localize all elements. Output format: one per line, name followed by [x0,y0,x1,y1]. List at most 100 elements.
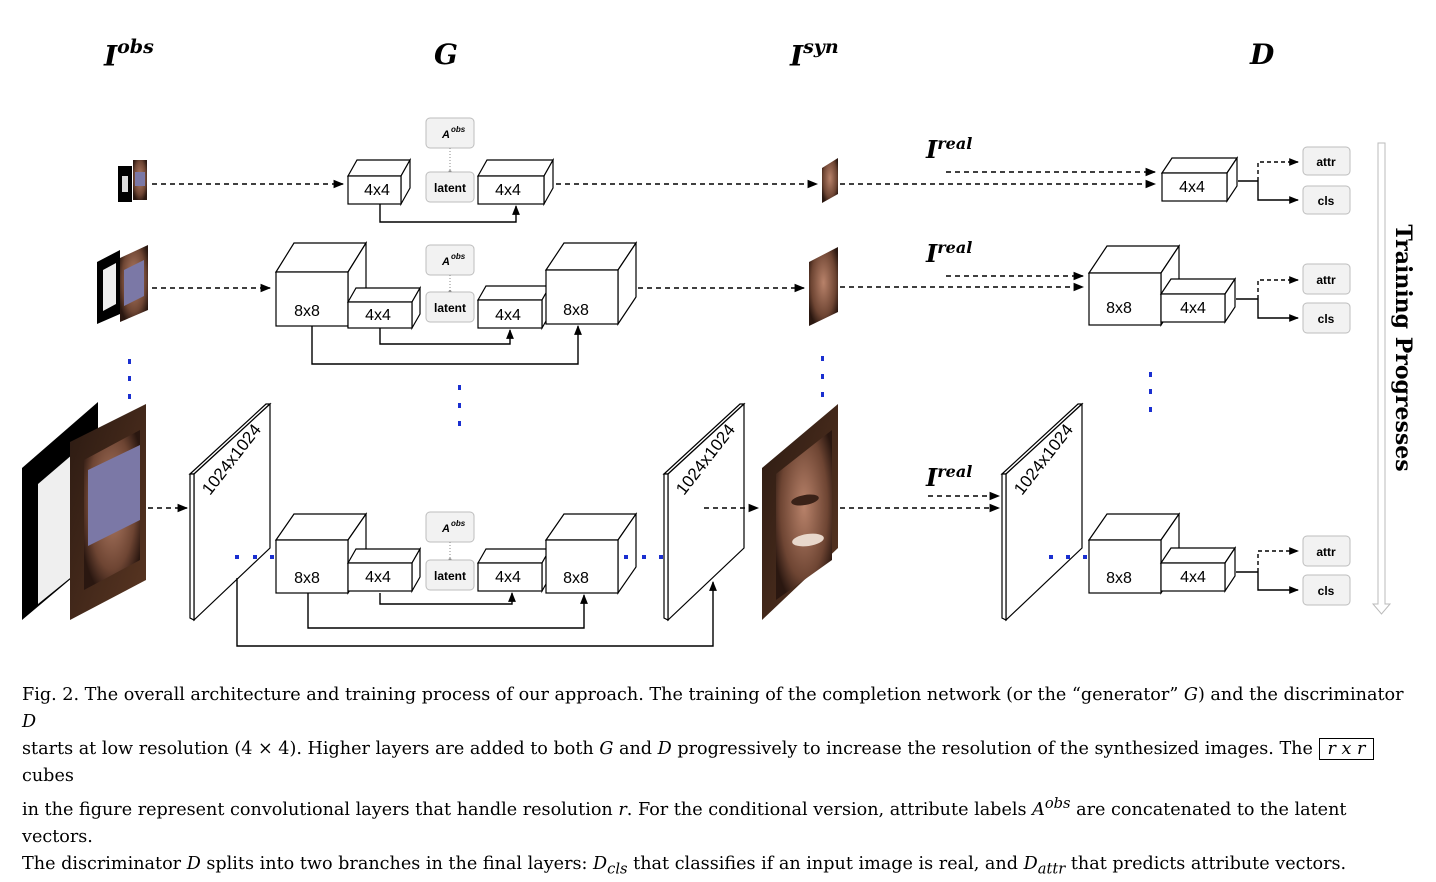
attr-label: attr [1316,545,1336,559]
caption-line-4: The discriminator D splits into two bran… [22,851,1422,882]
cube-label: 8x8 [1106,570,1132,587]
latent-box: A obs latent [425,244,475,323]
vertical-ellipsis [128,356,1152,426]
g-cube-4x4-left: 4x4 [346,285,422,331]
caption-var-d: D [22,712,37,732]
training-progress-arrow [1371,142,1392,615]
ireal-base: I [926,463,938,492]
caption-var-dattr: D [1023,853,1038,874]
training-progresses-label: Training Progresses [1390,224,1416,472]
caption-text: The discriminator [22,853,187,874]
cube-label: 8x8 [563,302,589,319]
caption-text: and [613,739,658,759]
header-iobs-base: I [104,39,118,73]
header-isyn-base: I [790,39,804,73]
ireal-base: I [926,239,938,268]
architecture-diagram: 4x4 A obs latent 4x4 [22,117,1392,647]
cls-label: cls [1318,584,1335,598]
aobs-label: A [441,523,450,535]
cube-label: 8x8 [563,570,589,587]
ireal-label: Ireal [926,238,972,268]
ireal-sup: real [937,134,973,153]
caption-var-d: D [657,739,672,759]
attr-label: attr [1316,273,1336,287]
row-4x4: 4x4 A obs latent 4x4 [118,117,1351,223]
g-cube-8x8-left: 8x8 [274,512,368,595]
header-isyn: Isyn [790,36,839,73]
latent-label: latent [434,301,466,315]
header-iobs-sup: obs [117,36,154,58]
caption-text: that classifies if an input image is rea… [627,853,1024,874]
figure-caption: Fig. 2. The overall architecture and tra… [22,682,1422,882]
header-g: G [434,38,458,71]
g-cube-8x8-right: 8x8 [544,241,638,326]
aobs-sup: obs [451,125,466,134]
g-cube-4x4-left: 4x4 [346,546,422,594]
caption-var-a: A [1032,799,1045,820]
caption-text: in the figure represent convolutional la… [22,799,619,820]
caption-var-r: r [618,799,627,820]
latent-box: A obs latent [425,511,475,591]
ireal-base: I [926,135,938,164]
caption-text: ) and the discriminator [1197,685,1404,705]
attr-label: attr [1316,155,1336,169]
latent-label: latent [434,569,466,583]
g-cube-4x4-left: 4x4 [346,157,412,207]
header-isyn-sup: syn [803,36,839,58]
cube-label: 4x4 [1180,300,1206,317]
horizontal-ellipsis [235,555,274,559]
syn-image-1024 [762,404,838,620]
cls-head: cls [1302,574,1351,606]
d-cube-4x4: 4x4 [1159,277,1237,324]
g-cube-8x8-right: 8x8 [544,512,638,595]
caption-var-dattr-sub: attr [1037,860,1066,878]
caption-text: cubes [22,766,74,786]
syn-image-4 [822,158,838,203]
cube-label: 4x4 [1180,569,1206,586]
aobs-sup: obs [451,519,466,528]
caption-text: that predicts attribute vectors. [1065,853,1347,874]
horizontal-ellipsis [1049,555,1087,559]
latent-label: latent [434,181,466,195]
aobs-label: A [441,256,450,268]
syn-image-8 [809,247,838,326]
caption-var-g: G [599,739,614,759]
ireal-sup: real [937,462,973,481]
g-cube-4x4-right: 4x4 [476,546,552,594]
cube-label: 8x8 [1106,300,1132,317]
aobs-label: A [441,129,450,141]
cube-label: 4x4 [364,182,390,199]
aobs-sup: obs [451,252,466,261]
cube-label: 8x8 [294,570,320,587]
obs-image-8 [97,245,148,324]
caption-text: splits into two branches in the final la… [200,853,594,874]
d-cube-8x8: 8x8 [1087,512,1181,595]
header-iobs: Iobs [104,36,154,73]
caption-box: r x r [1318,738,1375,760]
row-8x8: 8x8 4x4 A obs latent 4x4 8x8 [97,240,1351,365]
cube-label: 8x8 [294,303,320,320]
g-cube-4x4-right: 4x4 [476,283,552,331]
attr-head: attr [1302,146,1351,176]
caption-line-1: Fig. 2. The overall architecture and tra… [22,682,1422,736]
cube-label: 4x4 [495,569,521,586]
cube-label: 4x4 [1179,179,1205,196]
caption-line-2: starts at low resolution (4 × 4). Higher… [22,736,1422,790]
cls-head: cls [1302,302,1351,334]
caption-text: progressively to increase the resolution… [671,739,1319,759]
caption-var-g: G [1183,685,1198,705]
obs-image-4 [118,160,147,202]
cube-label: 4x4 [495,307,521,324]
cube-label: 4x4 [365,569,391,586]
cube-label: 4x4 [495,182,521,199]
header-d: D [1250,38,1275,71]
cls-head: cls [1302,185,1351,215]
ireal-label: Ireal [926,462,972,492]
cls-label: cls [1318,312,1335,326]
d-cube-4x4: 4x4 [1160,156,1239,203]
caption-text: . For the conditional version, attribute… [626,799,1033,820]
caption-var-d: D [186,853,201,874]
row-1024: 1024x1024 8x8 4x4 A obs latent [22,402,1351,647]
ireal-label: Ireal [926,134,972,164]
g-plane-1024-left: 1024x1024 [188,402,272,622]
